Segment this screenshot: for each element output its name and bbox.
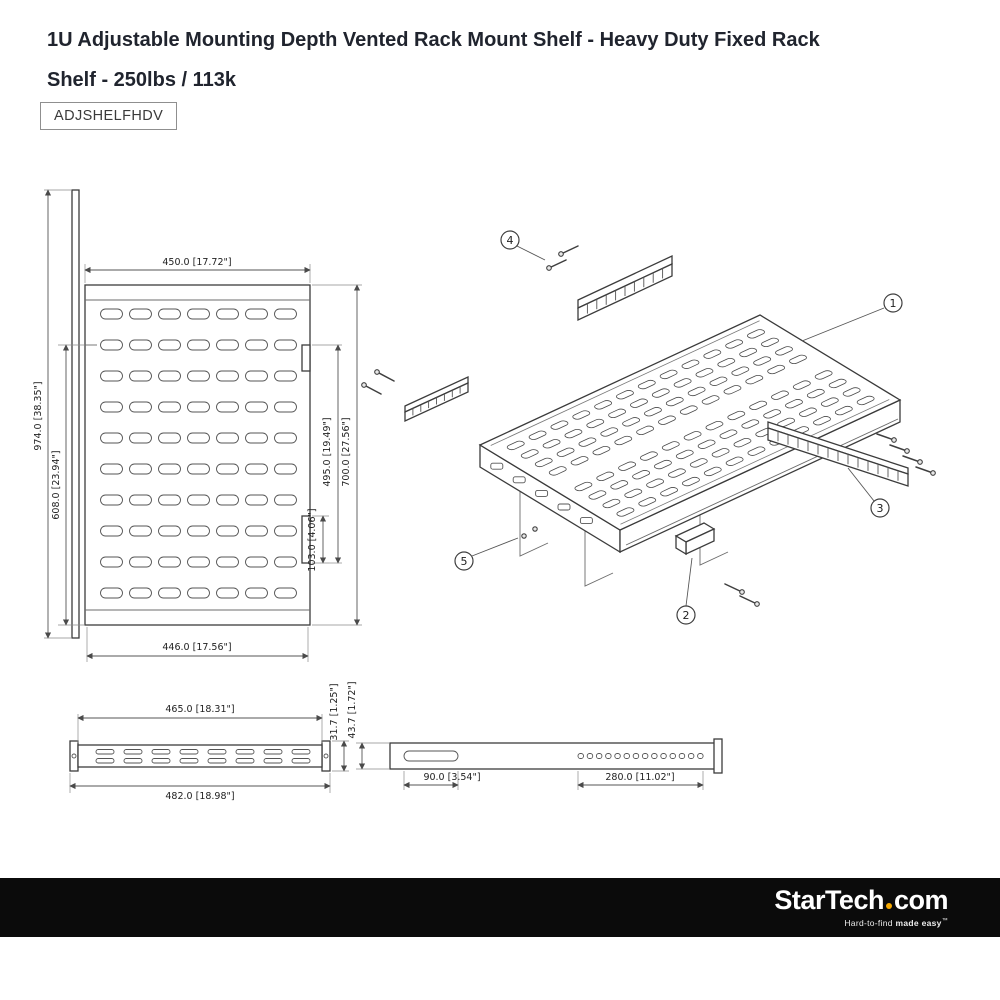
nut: [521, 533, 527, 539]
shelf-vents: [505, 329, 876, 518]
nut: [532, 526, 538, 532]
isometric-view: 1 2 3 4 5: [361, 230, 936, 625]
right-rail: [767, 421, 909, 487]
callout-5-number: 5: [461, 555, 468, 568]
dim-label-left-height: 608.0 [23.94"]: [51, 450, 62, 519]
sku-badge: ADJSHELFHDV: [40, 102, 178, 130]
adjust-slot: [403, 750, 459, 762]
callout-3: 3: [847, 467, 890, 518]
dim-bottom-width: 446.0 [17.56"]: [86, 627, 309, 662]
shelf-top-surface: [480, 315, 900, 530]
front-view: 465.0 [18.31"] 482.0 [18.98"] 31.7 [1.25…: [69, 683, 349, 802]
page-title: 1U Adjustable Mounting Depth Vented Rack…: [47, 20, 962, 100]
left-mounting-rail: [71, 189, 80, 639]
dim-front-height: 31.7 [1.25"]: [329, 683, 349, 772]
dim-side-height: 43.7 [1.72"]: [347, 681, 389, 770]
slider-bracket: [301, 515, 311, 564]
end-flange: [713, 738, 723, 774]
brand-dot-icon: [885, 903, 892, 909]
dim-label-front-inner: 465.0 [18.31"]: [165, 704, 234, 715]
rear-rail: [577, 254, 673, 322]
left-rail-bracket: [404, 375, 469, 423]
dim-label-side-slot: 90.0 [3.54"]: [423, 772, 480, 783]
dim-label-right-inner: 495.0 [19.49"]: [322, 417, 333, 486]
callout-2-number: 2: [683, 609, 690, 622]
side-view: 43.7 [1.72"] 90.0 [3.54"] 280.0 [11.02"]: [347, 681, 723, 790]
callout-1-number: 1: [890, 297, 897, 310]
dim-label-full-height: 974.0 [38.35"]: [33, 381, 44, 450]
footer-bar: StarTech com Hard-to-find made easy™: [0, 878, 1000, 937]
brand-wordmark: StarTech com: [774, 887, 948, 914]
brand-logo: StarTech com Hard-to-find made easy™: [774, 887, 948, 929]
dim-label-top-width: 450.0 [17.72"]: [162, 257, 231, 268]
dim-label-bottom-width: 446.0 [17.56"]: [162, 642, 231, 653]
dim-label-right-outer: 700.0 [27.56"]: [341, 417, 352, 486]
callout-3-number: 3: [877, 502, 884, 515]
side-hole-row: [577, 753, 704, 759]
dim-full-height: 974.0 [38.35"]: [33, 189, 72, 639]
dim-right-outer: 700.0 [27.56"]: [312, 284, 362, 626]
dim-front-outer-width: 482.0 [18.98"]: [69, 773, 331, 802]
dim-top-width: 450.0 [17.72"]: [84, 257, 311, 283]
vent-grid: [97, 299, 300, 609]
callout-4: 4: [500, 230, 546, 261]
front-bar-slots: [95, 749, 311, 764]
callout-1: 1: [801, 293, 903, 342]
brand-tagline: Hard-to-find made easy™: [774, 918, 948, 928]
sku-text: ADJSHELFHDV: [54, 108, 164, 124]
brand-text-pre: StarTech: [774, 885, 884, 915]
dim-right-small: 103.0 [4.06"]: [307, 508, 329, 572]
dim-label-right-small: 103.0 [4.06"]: [307, 508, 318, 571]
tagline-tm: ™: [941, 918, 948, 925]
callout-4-number: 4: [507, 234, 514, 247]
dim-label-side-height: 43.7 [1.72"]: [347, 681, 358, 738]
dim-side-slot: 90.0 [3.54"]: [403, 771, 481, 790]
dim-label-side-row: 280.0 [11.02"]: [605, 772, 674, 783]
dim-left-height: 608.0 [23.94"]: [51, 344, 84, 626]
under-rail-1: [519, 480, 549, 557]
tagline-bold: made easy: [895, 918, 942, 928]
small-bracket: [674, 522, 716, 556]
page-title-line-1: 1U Adjustable Mounting Depth Vented Rack…: [47, 29, 820, 51]
front-bar: [77, 744, 323, 768]
dim-right-inner: 495.0 [19.49"]: [312, 344, 342, 564]
mount-tab: [301, 344, 311, 372]
dim-front-inner-width: 465.0 [18.31"]: [77, 704, 323, 743]
tagline-pre: Hard-to-find: [844, 918, 896, 928]
page-title-line-2: Shelf - 250lbs / 113k: [47, 69, 236, 91]
callout-5: 5: [454, 537, 519, 571]
under-rail-2: [584, 510, 614, 587]
top-view: 450.0 [17.72"] 446.0 [17.56"] 974.0 [38.…: [33, 189, 362, 662]
brand-text-post: com: [893, 885, 949, 915]
dim-side-row: 280.0 [11.02"]: [577, 771, 704, 790]
callout-2: 2: [676, 557, 696, 625]
front-wall-slots: [490, 462, 593, 525]
dim-label-front-height: 31.7 [1.25"]: [329, 683, 340, 740]
screws: [361, 245, 936, 607]
dim-label-front-outer: 482.0 [18.98"]: [165, 791, 234, 802]
